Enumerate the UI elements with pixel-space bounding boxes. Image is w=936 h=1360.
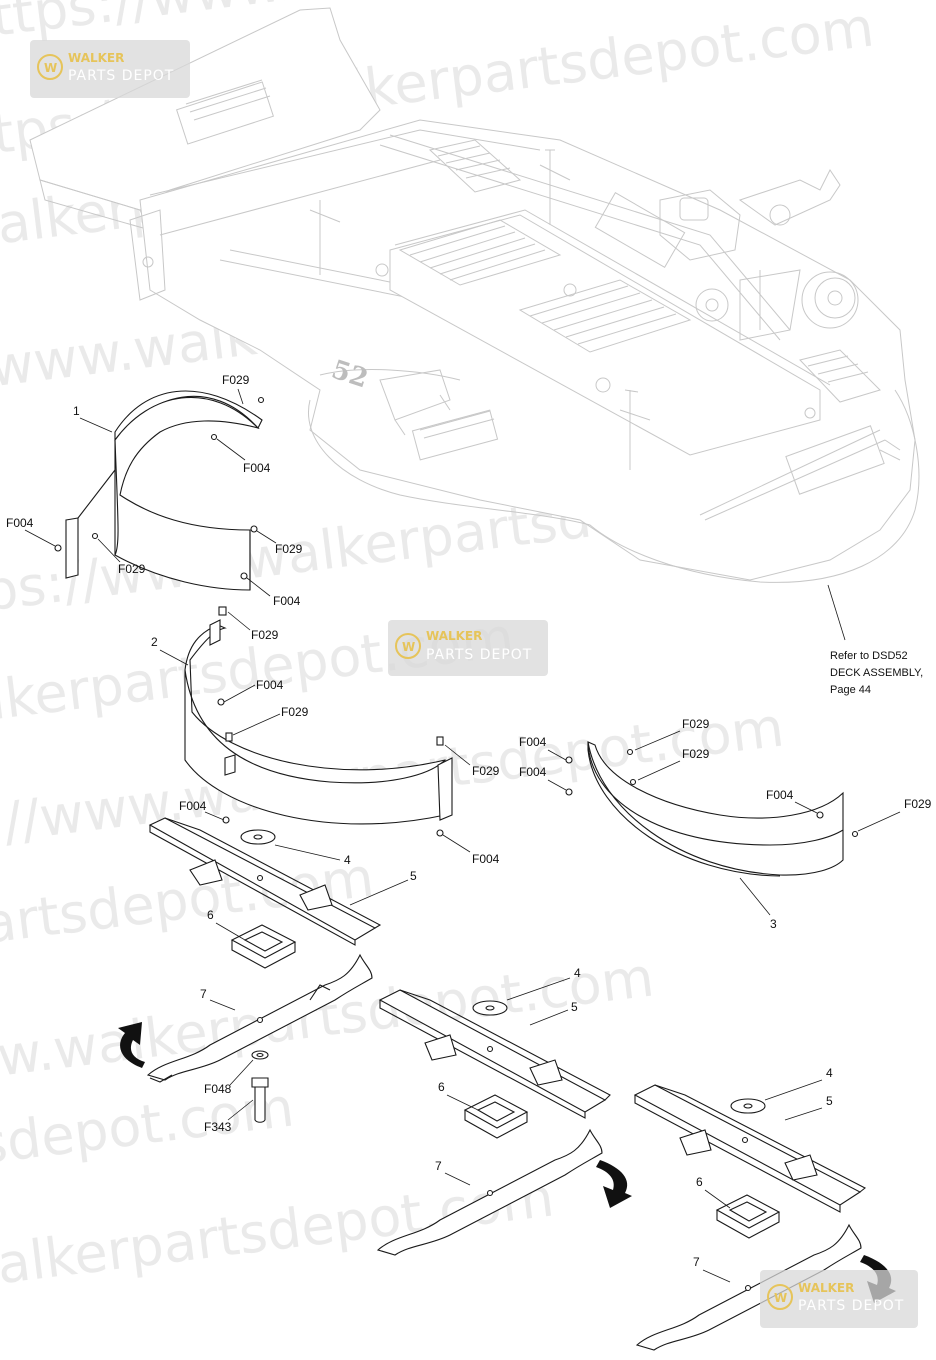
callout-6: 6 [696, 1175, 703, 1189]
watermark-logo: W WALKER PARTS DEPOT [760, 1270, 918, 1328]
label-f029: F029 [682, 747, 710, 761]
svg-text:WALKER: WALKER [426, 629, 482, 643]
label-f029: F029 [281, 705, 309, 719]
label-f004: F004 [6, 516, 34, 530]
label-f004: F004 [519, 765, 547, 779]
label-f004: F004 [766, 788, 794, 802]
callout-4: 4 [826, 1066, 833, 1080]
watermark-text: https://www.walkerpartsdepot.com [0, 1165, 557, 1342]
label-f004: F004 [179, 799, 207, 813]
label-f004: F004 [472, 852, 500, 866]
baffle-3 [565, 741, 859, 877]
label-f029: F029 [904, 797, 932, 811]
label-f029: F029 [222, 373, 250, 387]
svg-text:PARTS DEPOT: PARTS DEPOT [68, 68, 174, 84]
label-f343: F343 [204, 1120, 232, 1134]
callout-5: 5 [410, 869, 417, 883]
watermark-logo: W WALKER PARTS DEPOT [388, 620, 548, 676]
callout-4: 4 [344, 853, 351, 867]
callout-7: 7 [693, 1255, 700, 1269]
baffle-1 [54, 390, 265, 591]
blade-stack-left [118, 817, 382, 1123]
callout-2: 2 [151, 635, 158, 649]
label-f029: F029 [251, 628, 279, 642]
callout-5: 5 [571, 1000, 578, 1014]
callout-5: 5 [826, 1094, 833, 1108]
label-f029: F029 [472, 764, 500, 778]
label-f004: F004 [256, 678, 284, 692]
callout-7: 7 [200, 987, 207, 1001]
svg-text:PARTS DEPOT: PARTS DEPOT [426, 647, 532, 663]
rotation-arrow-icon [118, 1022, 145, 1068]
label-f029: F029 [275, 542, 303, 556]
label-f004: F004 [519, 735, 547, 749]
label-f004: F004 [273, 594, 301, 608]
watermark-logo: W WALKER PARTS DEPOT [30, 40, 190, 98]
mower-deck: 52 [29, 7, 920, 583]
callout-1: 1 [73, 404, 80, 418]
callout-3: 3 [770, 917, 777, 931]
svg-text:Refer to DSD52: Refer to DSD52 [830, 650, 908, 662]
svg-text:WALKER: WALKER [798, 1281, 854, 1295]
reference-note: Refer to DSD52 DECK ASSEMBLY, Page 44 [830, 650, 923, 696]
callout-4: 4 [574, 966, 581, 980]
svg-text:WALKER: WALKER [68, 51, 124, 65]
label-f029: F029 [682, 717, 710, 731]
label-f048: F048 [204, 1082, 232, 1096]
label-f029: F029 [118, 562, 146, 576]
svg-text:DECK ASSEMBLY,: DECK ASSEMBLY, [830, 667, 923, 679]
callout-6: 6 [438, 1080, 445, 1094]
reference-leader [827, 584, 846, 641]
blade-stack-right [633, 1084, 896, 1351]
svg-text:PARTS DEPOT: PARTS DEPOT [798, 1298, 904, 1314]
svg-text:W: W [44, 61, 57, 75]
baffle-2 [184, 606, 453, 837]
callout-6: 6 [207, 908, 214, 922]
svg-text:W: W [402, 640, 415, 654]
rotation-arrow-icon [596, 1160, 632, 1208]
blade-stack-center [376, 989, 632, 1256]
callout-7: 7 [435, 1159, 442, 1173]
label-f004: F004 [243, 461, 271, 475]
svg-text:Page 44: Page 44 [830, 684, 871, 696]
svg-text:W: W [774, 1291, 787, 1305]
tread-plate [398, 139, 881, 403]
